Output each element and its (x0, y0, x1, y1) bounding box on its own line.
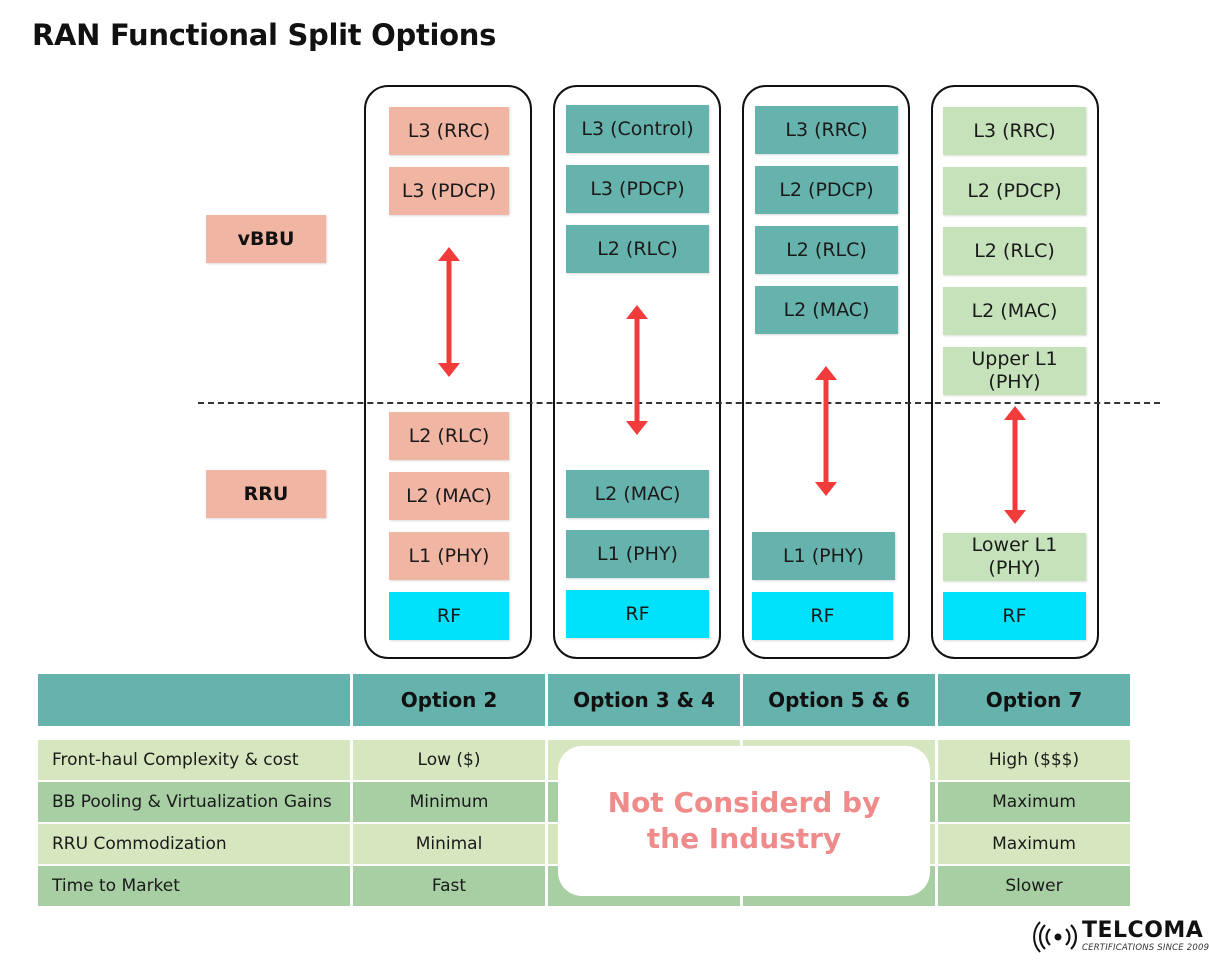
option-5-6-split-arrow (815, 366, 837, 496)
option-7-l3-rrc: L3 (RRC) (943, 107, 1086, 155)
logo-name: TELCOMA (1082, 918, 1204, 943)
table-cell: Low ($) (353, 740, 545, 780)
option-5-6-rf: RF (752, 592, 893, 640)
table-row-label: Time to Market (38, 866, 350, 906)
option-5-6-l2-mac: L2 (MAC) (755, 286, 898, 334)
table-header-option-3-4: Option 3 & 4 (548, 674, 740, 726)
table-cell: High ($$$) (938, 740, 1130, 780)
option-7-split-arrow (1004, 406, 1026, 524)
option-7-l2-pdcp: L2 (PDCP) (943, 167, 1086, 215)
option-3-4-rf: RF (566, 590, 709, 638)
not-considered-note: Not Considerd by the Industry (558, 746, 930, 896)
table-cell: Minimal (353, 824, 545, 864)
logo-tagline: CERTIFICATIONS SINCE 2009 (1082, 943, 1209, 953)
table-header-blank (38, 674, 350, 726)
table-cell: Minimum (353, 782, 545, 822)
option-7-upper-l1-phy: Upper L1 (PHY) (943, 347, 1086, 395)
vbbu-label: vBBU (206, 215, 326, 263)
option-2-split-arrow (438, 247, 460, 377)
table-cell: Fast (353, 866, 545, 906)
table-row-label: Front-haul Complexity & cost (38, 740, 350, 780)
option-7-l2-rlc: L2 (RLC) (943, 227, 1086, 275)
note-text: Not Considerd by the Industry (607, 786, 881, 855)
option-2-l2-mac: L2 (MAC) (389, 472, 509, 520)
option-3-4-split-arrow (626, 305, 648, 435)
table-cell: Maximum (938, 824, 1130, 864)
table-row-label: BB Pooling & Virtualization Gains (38, 782, 350, 822)
rru-label: RRU (206, 470, 326, 518)
table-header-option-5-6: Option 5 & 6 (743, 674, 935, 726)
option-2-l1-phy: L1 (PHY) (389, 532, 509, 580)
table-header-option-7: Option 7 (938, 674, 1130, 726)
option-3-4-l1-phy: L1 (PHY) (566, 530, 709, 578)
option-7-rf: RF (943, 592, 1086, 640)
option-2-rf: RF (389, 592, 509, 640)
option-3-4-l3-control: L3 (Control) (566, 105, 709, 153)
split-divider (198, 402, 1160, 404)
option-2-l3-pdcp: L3 (PDCP) (389, 167, 509, 215)
table-cell: Maximum (938, 782, 1130, 822)
table-row-label: RRU Commodization (38, 824, 350, 864)
telcoma-logo: TELCOMA CERTIFICATIONS SINCE 2009 (1033, 918, 1209, 958)
page-title: RAN Functional Split Options (32, 18, 497, 52)
option-2-l3-rrc: L3 (RRC) (389, 107, 509, 155)
option-5-6-l2-rlc: L2 (RLC) (755, 226, 898, 274)
option-7-l2-mac: L2 (MAC) (943, 287, 1086, 335)
option-5-6-l1-phy: L1 (PHY) (752, 532, 895, 580)
option-3-4-l2-rlc: L2 (RLC) (566, 225, 709, 273)
option-3-4-l3-pdcp: L3 (PDCP) (566, 165, 709, 213)
signal-waves-icon (1033, 921, 1078, 953)
option-2-l2-rlc: L2 (RLC) (389, 412, 509, 460)
option-7-lower-l1-phy: Lower L1 (PHY) (943, 533, 1086, 581)
table-header-option-2: Option 2 (353, 674, 545, 726)
option-3-4-l2-mac: L2 (MAC) (566, 470, 709, 518)
option-5-6-l3-rrc: L3 (RRC) (755, 106, 898, 154)
option-5-6-l2-pdcp: L2 (PDCP) (755, 166, 898, 214)
table-cell: Slower (938, 866, 1130, 906)
